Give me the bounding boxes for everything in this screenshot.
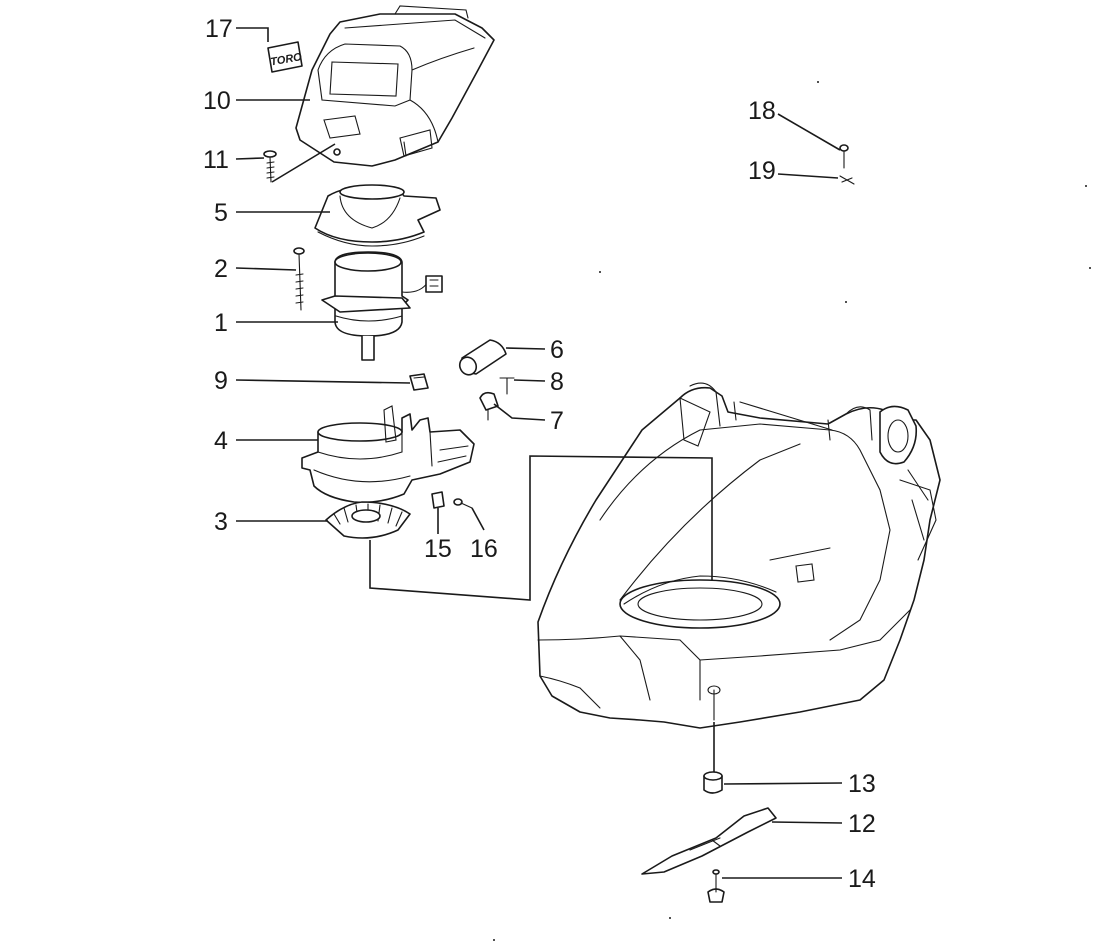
part-2-bolt: [293, 247, 305, 311]
part-15-clip: [431, 491, 445, 509]
part-7-clip: [479, 391, 499, 421]
label-2: 2: [214, 255, 228, 283]
label-6: 6: [550, 336, 564, 364]
leader-18: [777, 113, 841, 151]
part-4-lower-housing: [301, 405, 475, 504]
part-6-sleeve: [458, 339, 507, 376]
label-4: 4: [214, 427, 228, 455]
mower-deck: [537, 382, 941, 729]
leader-6: [505, 347, 546, 350]
part-19-pin: [839, 175, 855, 185]
label-18: 18: [748, 97, 776, 125]
part-12-blade: [641, 807, 777, 875]
part-16-screw: [453, 498, 473, 509]
part-10-motor-hood: [295, 5, 495, 167]
part-11-screw: [263, 150, 277, 183]
leader-7: [493, 403, 546, 421]
scan-specks: [493, 81, 1091, 941]
part-1-motor: [321, 251, 443, 361]
part-17-logo-decal: TORO: [267, 41, 304, 73]
label-9: 9: [214, 367, 228, 395]
leader-lines: [235, 27, 843, 879]
leader-17: [236, 27, 269, 42]
part-14-blade-bolt: [707, 869, 725, 903]
logo-text: TORO: [270, 51, 304, 68]
label-17: 17: [205, 15, 233, 43]
part-9-connector: [409, 373, 429, 391]
leader-11: [235, 157, 265, 160]
part-number-labels: 17 10 11 5 2 1 9 4 3 6 8 7 15 16 18 19 1…: [203, 15, 876, 893]
fan-to-deck-bracket: [369, 455, 713, 601]
leader-12: [771, 821, 843, 824]
label-13: 13: [848, 770, 876, 798]
label-11: 11: [203, 146, 229, 174]
label-15: 15: [424, 535, 452, 563]
part-5-fan-housing-top: [314, 184, 441, 247]
label-10: 10: [203, 87, 231, 115]
part-3-fan-impeller: [325, 501, 411, 539]
label-16: 16: [470, 535, 498, 563]
leader-9: [235, 379, 411, 384]
part-8-screw: [499, 377, 515, 395]
leader-16: [471, 507, 485, 531]
label-12: 12: [848, 810, 876, 838]
label-1: 1: [214, 309, 228, 337]
leader-11b: [271, 143, 336, 183]
leader-19: [777, 173, 839, 179]
leader-13: [723, 782, 843, 785]
label-7: 7: [550, 407, 564, 435]
label-5: 5: [214, 199, 228, 227]
label-14: 14: [848, 865, 876, 893]
label-3: 3: [214, 508, 228, 536]
part-18-screw: [839, 144, 849, 169]
label-19: 19: [748, 157, 776, 185]
label-8: 8: [550, 368, 564, 396]
leader-8: [513, 379, 546, 382]
part-13-blade-adapter: [703, 771, 723, 794]
leader-2: [235, 267, 297, 271]
